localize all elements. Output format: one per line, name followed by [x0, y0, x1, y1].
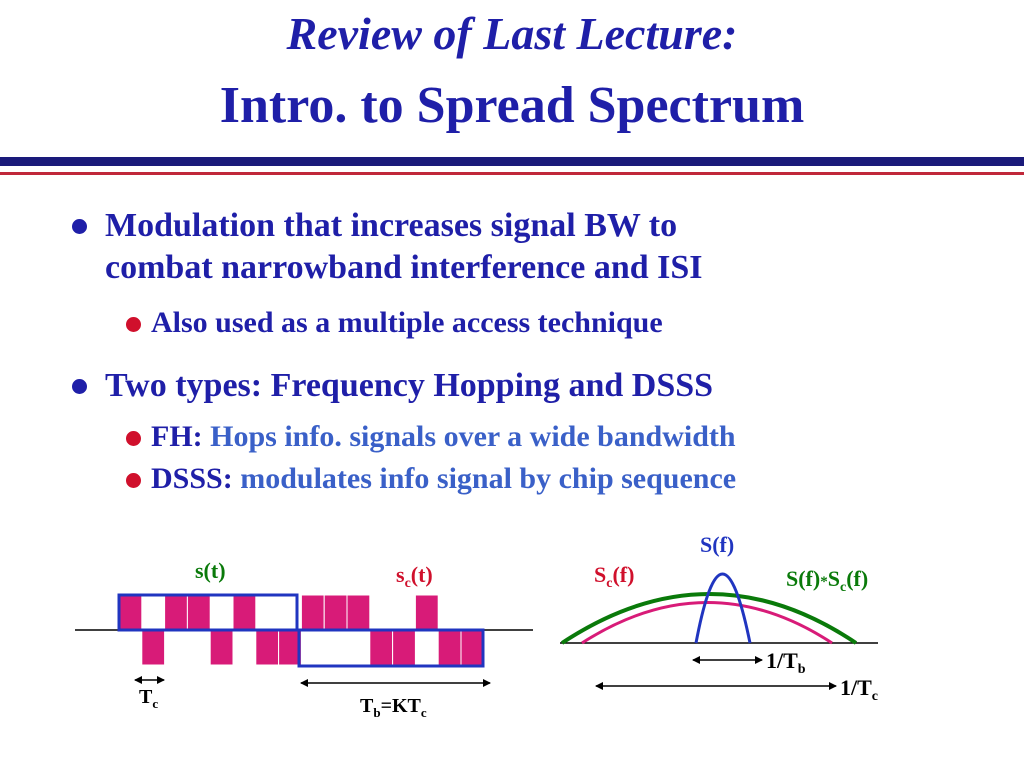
- sub-bullet-item: DSSS: modulates info signal by chip sequ…: [126, 461, 736, 497]
- time-domain-diagram: s(t) sc(t) Tc Tb=KTc: [75, 558, 533, 720]
- spread-bandwidth-label: 1/Tc: [840, 675, 878, 704]
- data-pulse-high: [117, 593, 299, 632]
- bullet-text: Modulation that increases signal BW to c…: [105, 205, 703, 289]
- spread-bandwidth-label-sub: c: [872, 689, 878, 704]
- signal-spectrum-curve: [694, 572, 752, 644]
- chip-negative: [392, 629, 416, 666]
- bit-period-label-sub2: c: [421, 705, 427, 720]
- chip-spectrum-curve: [581, 601, 833, 645]
- sub-bullet-body: Also used as a multiple access technique: [151, 306, 663, 339]
- chip-signal-label-sub: c: [405, 576, 411, 591]
- convolution-label: S(f)*Sc(f): [786, 566, 868, 595]
- bit-period-label: Tb=KTc: [360, 695, 427, 720]
- sub-bullet-dot: [126, 473, 141, 488]
- data-pulse-low: [297, 628, 485, 668]
- slide-title-line2: Intro. to Spread Spectrum: [219, 77, 805, 134]
- chip-positive: [186, 594, 211, 631]
- frequency-domain-diagram: S(f) Sc(f) S(f)*Sc(f) 1/Tb 1/Tc: [560, 532, 878, 704]
- chip-negative: [209, 629, 234, 666]
- chip-positive: [346, 594, 371, 631]
- sub-bullet-text: FH: Hops info. signals over a wide bandw…: [151, 419, 736, 455]
- chip-signal-label-base: s: [396, 562, 405, 587]
- chip-period-label: Tc: [139, 686, 158, 711]
- chip-spectrum-label-sub: c: [606, 576, 612, 591]
- title-divider-red: [0, 172, 1024, 175]
- sub-bullet-item: Also used as a multiple access technique: [126, 305, 663, 341]
- sub-bullet-dot: [126, 317, 141, 332]
- sub-bullet-dot: [126, 431, 141, 446]
- chip-negative: [255, 629, 280, 666]
- chip-positive: [323, 594, 348, 631]
- sub-bullet-item: FH: Hops info. signals over a wide bandw…: [126, 419, 736, 455]
- signal-bandwidth-label-base: 1/T: [766, 648, 798, 673]
- signal-bandwidth-label-sub: b: [798, 662, 806, 677]
- sub-bullet-body: Hops info. signals over a wide bandwidth: [202, 420, 736, 453]
- chip-positive: [414, 594, 439, 631]
- chip-spectrum-label-base: S: [594, 562, 606, 587]
- convolution-label-a: S(f): [786, 566, 820, 591]
- chip-positive: [300, 594, 325, 631]
- convolution-label-b: S: [828, 566, 840, 591]
- convolution-label-sub: c: [840, 580, 846, 595]
- sub-bullet-prefix: FH:: [151, 420, 203, 453]
- bullet-item: Modulation that increases signal BW to c…: [72, 205, 703, 289]
- chip-period-label-sub: c: [152, 696, 158, 711]
- chip-period-label-base: T: [139, 686, 153, 708]
- sub-bullet-prefix: DSSS:: [151, 462, 233, 495]
- chip-signal-label: sc(t): [396, 562, 433, 591]
- spread-bandwidth-label-base: 1/T: [840, 675, 872, 700]
- chip-negative: [141, 629, 166, 666]
- bit-period-label-mid: =KT: [381, 695, 422, 717]
- bullet-text-line: Modulation that increases signal BW to: [105, 207, 678, 244]
- chip-spectrum-label: Sc(f): [594, 562, 634, 591]
- sub-bullet-body: modulates info signal by chip sequence: [232, 462, 737, 495]
- convolution-label-star: *: [820, 574, 828, 590]
- convolution-label-tail: (f): [846, 566, 868, 591]
- signal-label: s(t): [195, 558, 226, 583]
- title-divider-navy: [0, 157, 1024, 166]
- signal-spectrum-label: S(f): [700, 532, 734, 557]
- slide-title-line1: Review of Last Lecture:: [286, 8, 738, 59]
- chip-negative: [460, 629, 485, 666]
- signal-bandwidth-label: 1/Tb: [766, 648, 806, 677]
- chip-positive: [164, 594, 188, 631]
- bullet-text: Two types: Frequency Hopping and DSSS: [105, 365, 713, 407]
- chip-negative: [369, 629, 394, 666]
- chip-negative: [437, 629, 462, 666]
- chip-positive: [118, 594, 143, 631]
- chip-signal-label-tail: (t): [411, 562, 433, 587]
- bullet-dot: [72, 219, 87, 234]
- bit-period-label-sub: b: [373, 705, 380, 720]
- bullet-text-line: combat narrowband interference and ISI: [105, 249, 703, 286]
- chip-sequence: [118, 594, 485, 666]
- sub-bullet-text: DSSS: modulates info signal by chip sequ…: [151, 461, 736, 497]
- bit-period-label-base: T: [360, 695, 374, 717]
- chip-spectrum-label-tail: (f): [612, 562, 634, 587]
- bullet-dot: [72, 379, 87, 394]
- bullet-text-line: Two types: Frequency Hopping and DSSS: [105, 367, 714, 404]
- sub-bullet-text: Also used as a multiple access technique: [151, 305, 663, 341]
- chip-positive: [232, 594, 257, 631]
- bullet-item: Two types: Frequency Hopping and DSSS: [72, 365, 713, 407]
